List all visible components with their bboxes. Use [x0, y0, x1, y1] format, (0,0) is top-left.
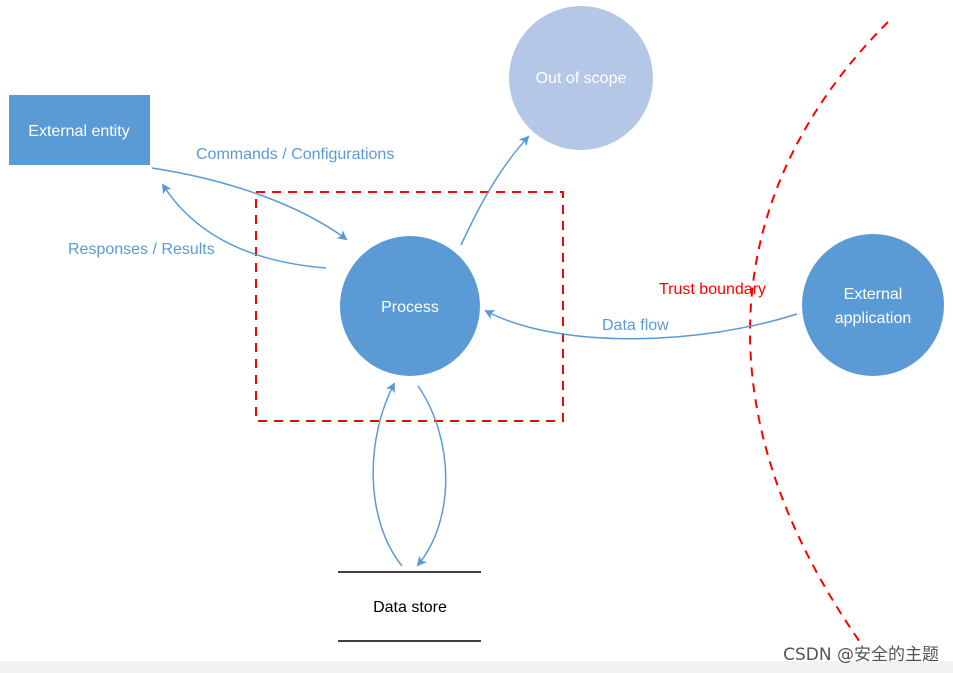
external-application-circle	[802, 234, 944, 376]
external-application-label-line2: application	[835, 310, 912, 327]
data-flow-label: Data flow	[602, 317, 669, 334]
footer-strip	[0, 661, 953, 673]
out-of-scope-label: Out of scope	[536, 70, 627, 87]
trust-boundary-line	[749, 21, 889, 646]
trust-boundary-label: Trust boundary	[659, 281, 766, 298]
responses-flow-arrow	[161, 183, 327, 269]
external-entity-box	[9, 95, 150, 165]
data-flow-arrow	[484, 310, 798, 340]
commands-flow-arrow	[151, 167, 348, 241]
external-entity-label: External entity	[28, 123, 129, 140]
responses-flow-label: Responses / Results	[68, 241, 215, 258]
watermark-text: CSDN @安全的主题	[783, 645, 939, 665]
store-to-process-flow-arrow	[372, 382, 403, 567]
process-to-store-flow-arrow	[416, 385, 447, 567]
out-of-scope-flow-arrow	[460, 135, 530, 246]
process-circle	[340, 236, 480, 376]
process-label: Process	[381, 299, 439, 316]
commands-flow-label: Commands / Configurations	[196, 146, 394, 163]
external-application-label-line1: External	[844, 286, 903, 303]
data-store-label: Data store	[373, 599, 447, 616]
out-of-scope-circle	[509, 6, 653, 150]
process-scope-boundary	[255, 191, 564, 422]
